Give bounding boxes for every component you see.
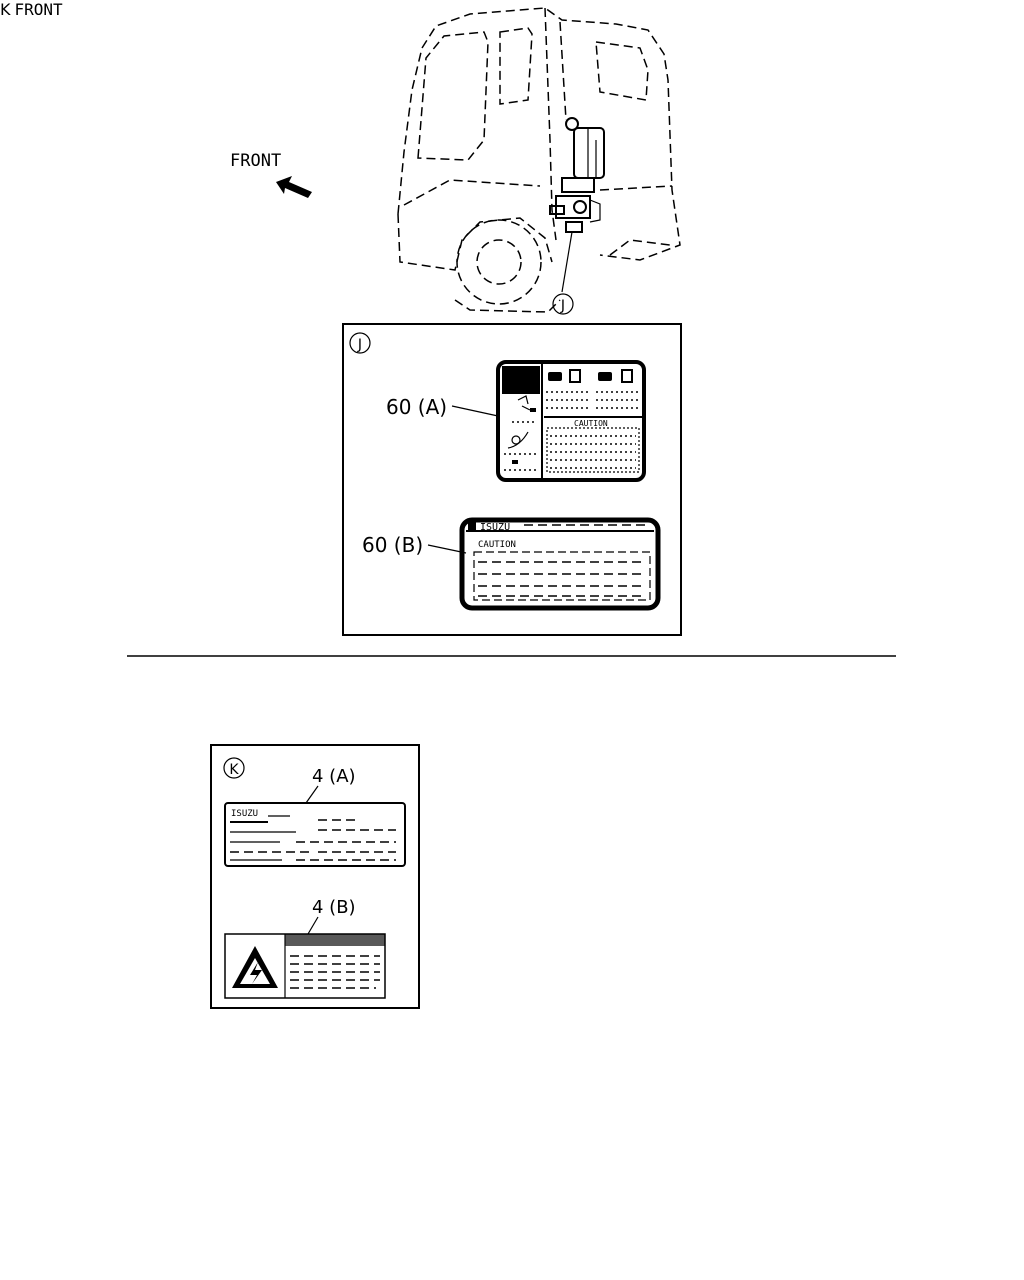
plate-60b-brand: ISUZU (480, 522, 510, 533)
detail-k-callout: K (229, 762, 239, 778)
label-plate-60b (459, 517, 661, 611)
truck-cab-illustration (397, 7, 681, 315)
label-4a: 4 (A) (312, 766, 356, 787)
label-plate-4a (224, 802, 406, 867)
plate-4a-brand: ISUZU (231, 809, 258, 819)
callout-k-label: K (0, 0, 11, 19)
detail-j-box (342, 323, 682, 636)
detail-j-callout: J (357, 337, 362, 353)
detail-k-box (210, 744, 420, 1009)
plate-60b-caution-text: CAUTION (478, 540, 516, 550)
leader-4a (305, 785, 319, 804)
label-60b: 60 (B) (362, 533, 423, 557)
label-4b: 4 (B) (312, 897, 356, 918)
callout-j-label: J (560, 298, 565, 314)
front-label-truck: FRONT (230, 151, 281, 171)
label-plate-4b (224, 933, 386, 999)
leader-60b (427, 544, 467, 554)
front-arrow-truck (276, 176, 312, 198)
label-plate-60a (496, 360, 646, 482)
front-label-engine: FRONT (14, 0, 63, 19)
leader-k: K FRONT const data = JSON.parse(document… (0, 0, 63, 19)
plate-60a-caution-text: CAUTION (574, 419, 608, 428)
label-60a: 60 (A) (386, 395, 447, 419)
leader-4b (307, 916, 319, 935)
callout-k-circle: K FRONT const data = JSON.parse(document… (0, 0, 63, 19)
leader-60a (451, 405, 499, 417)
